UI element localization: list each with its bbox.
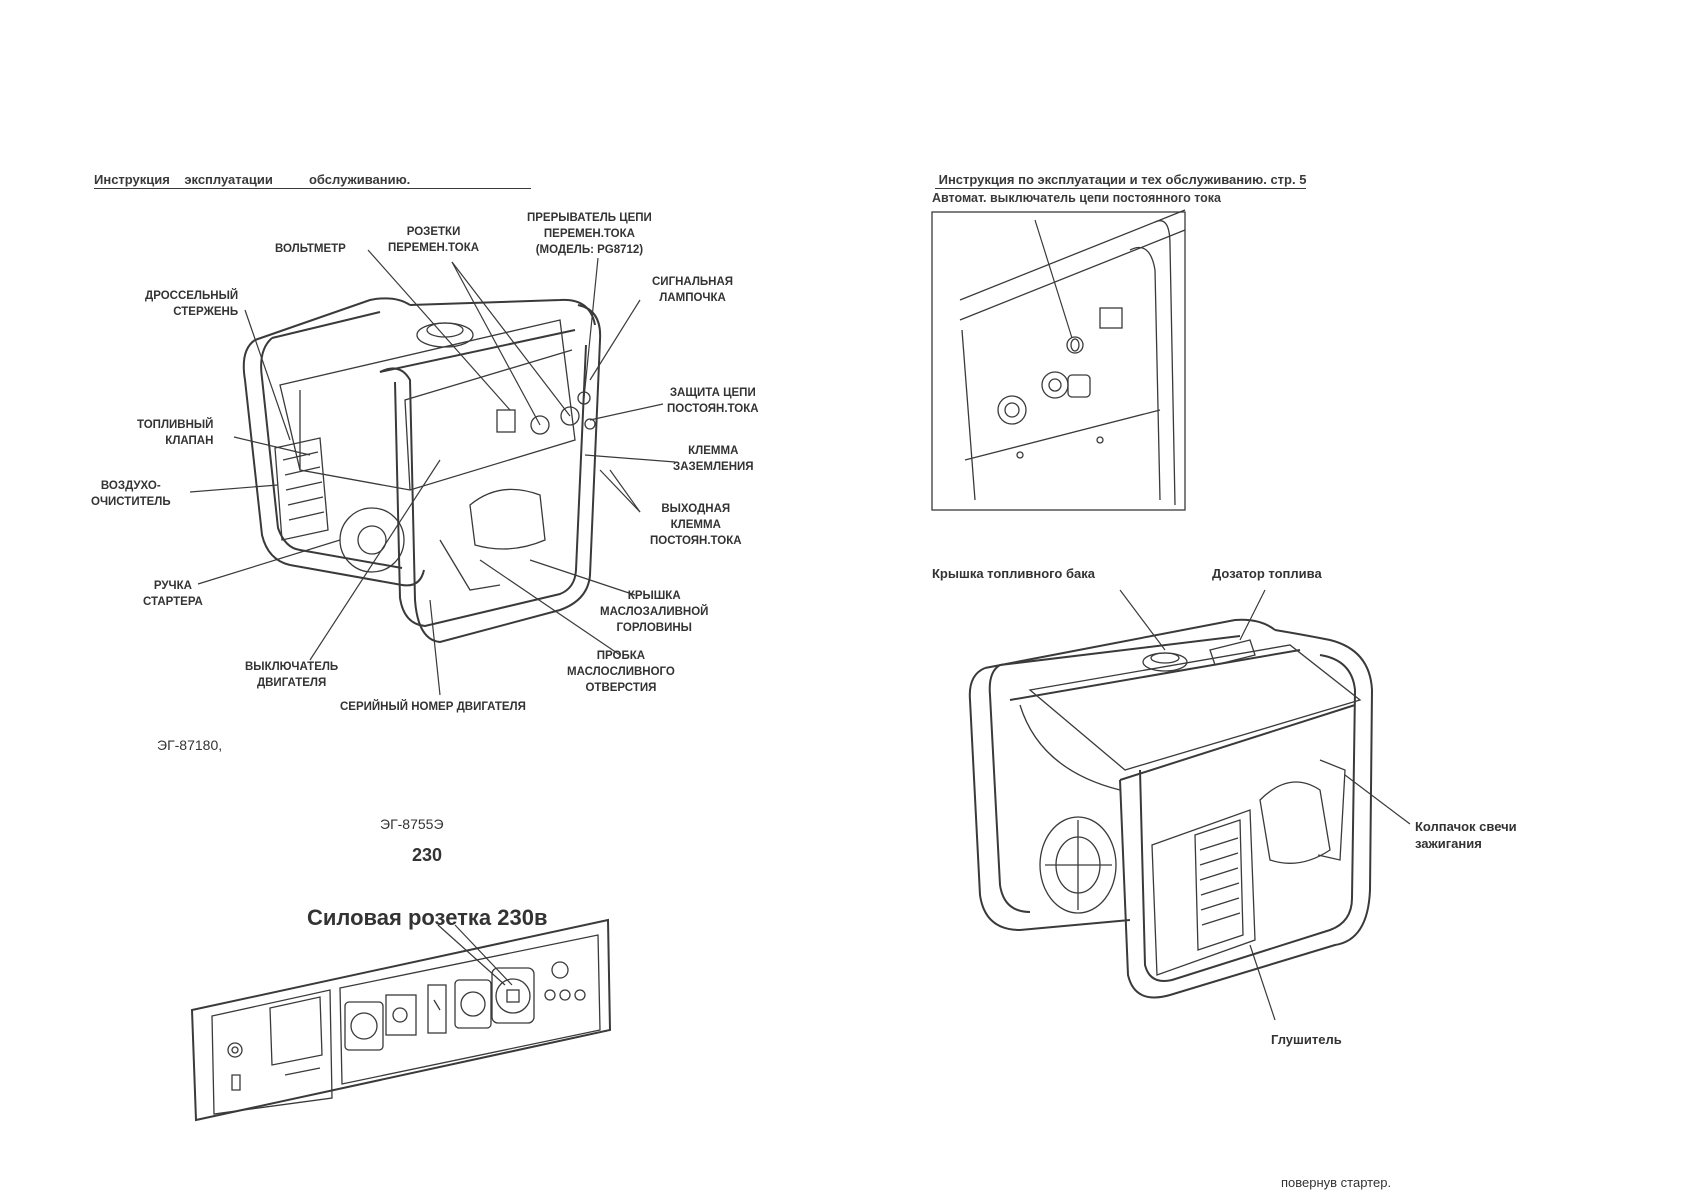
right-page-header: Инструкция по эксплуатации и тех обслужи… — [935, 172, 1307, 189]
label-starter-handle: РУЧКА СТАРТЕРА — [143, 580, 203, 608]
panel-title: Силовая розетка 230в — [307, 905, 548, 930]
label-air-cleaner: ВОЗДУХО- ОЧИСТИТЕЛЬ — [91, 480, 171, 508]
label-dc-output: ВЫХОДНАЯ КЛЕММА ПОСТОЯН.ТОКА — [650, 503, 742, 547]
label-fuel-cap: Крышка топливного бака — [932, 566, 1095, 581]
label-muffler: Глушитель — [1271, 1032, 1342, 1047]
footer-text: повернув стартер. — [1281, 1175, 1392, 1190]
model-number-1: ЭГ-87180, — [157, 737, 223, 753]
label-dc-protection: ЗАЩИТА ЦЕПИ ПОСТОЯН.ТОКА — [667, 387, 759, 415]
voltage-value: 230 — [412, 845, 443, 865]
label-spark-plug-cap: Колпачок свечи зажигания — [1415, 819, 1517, 851]
label-oil-drain-plug: ПРОБКА МАСЛОСЛИВНОГО ОТВЕРСТИЯ — [567, 650, 675, 694]
label-signal-lamp: СИГНАЛЬНАЯ ЛАМПОЧКА — [652, 276, 734, 304]
label-oil-filler-cap: КРЫШКА МАСЛОЗАЛИВНОЙ ГОРЛОВИНЫ — [600, 590, 709, 634]
left-page-header: Инструкция эксплуатации обслуживанию. — [94, 172, 531, 189]
model-number-2: ЭГ-8755Э — [380, 816, 444, 832]
label-engine-serial: СЕРИЙНЫЙ НОМЕР ДВИГАТЕЛЯ — [340, 701, 526, 713]
label-ac-sockets: РОЗЕТКИ ПЕРЕМЕН.ТОКА — [388, 226, 480, 254]
label-engine-switch: ВЫКЛЮЧАТЕЛЬ ДВИГАТЕЛЯ — [245, 661, 339, 689]
label-voltmeter: ВОЛЬТМЕТР — [275, 243, 346, 255]
label-fuel-valve: ТОПЛИВНЫЙ КЛАПАН — [137, 419, 214, 447]
right-page-subheader: Автомат. выключатель цепи постоянного то… — [932, 191, 1221, 205]
label-ground-terminal: КЛЕММА ЗАЗЕМЛЕНИЯ — [673, 445, 754, 473]
label-ac-breaker: ПРЕРЫВАТЕЛЬ ЦЕПИ ПЕРЕМЕН.ТОКА (МОДЕЛЬ: P… — [527, 212, 652, 256]
label-choke-rod: ДРОССЕЛЬНЫЙ СТЕРЖЕНЬ — [145, 290, 239, 318]
label-fuel-gauge: Дозатор топлива — [1212, 566, 1322, 581]
